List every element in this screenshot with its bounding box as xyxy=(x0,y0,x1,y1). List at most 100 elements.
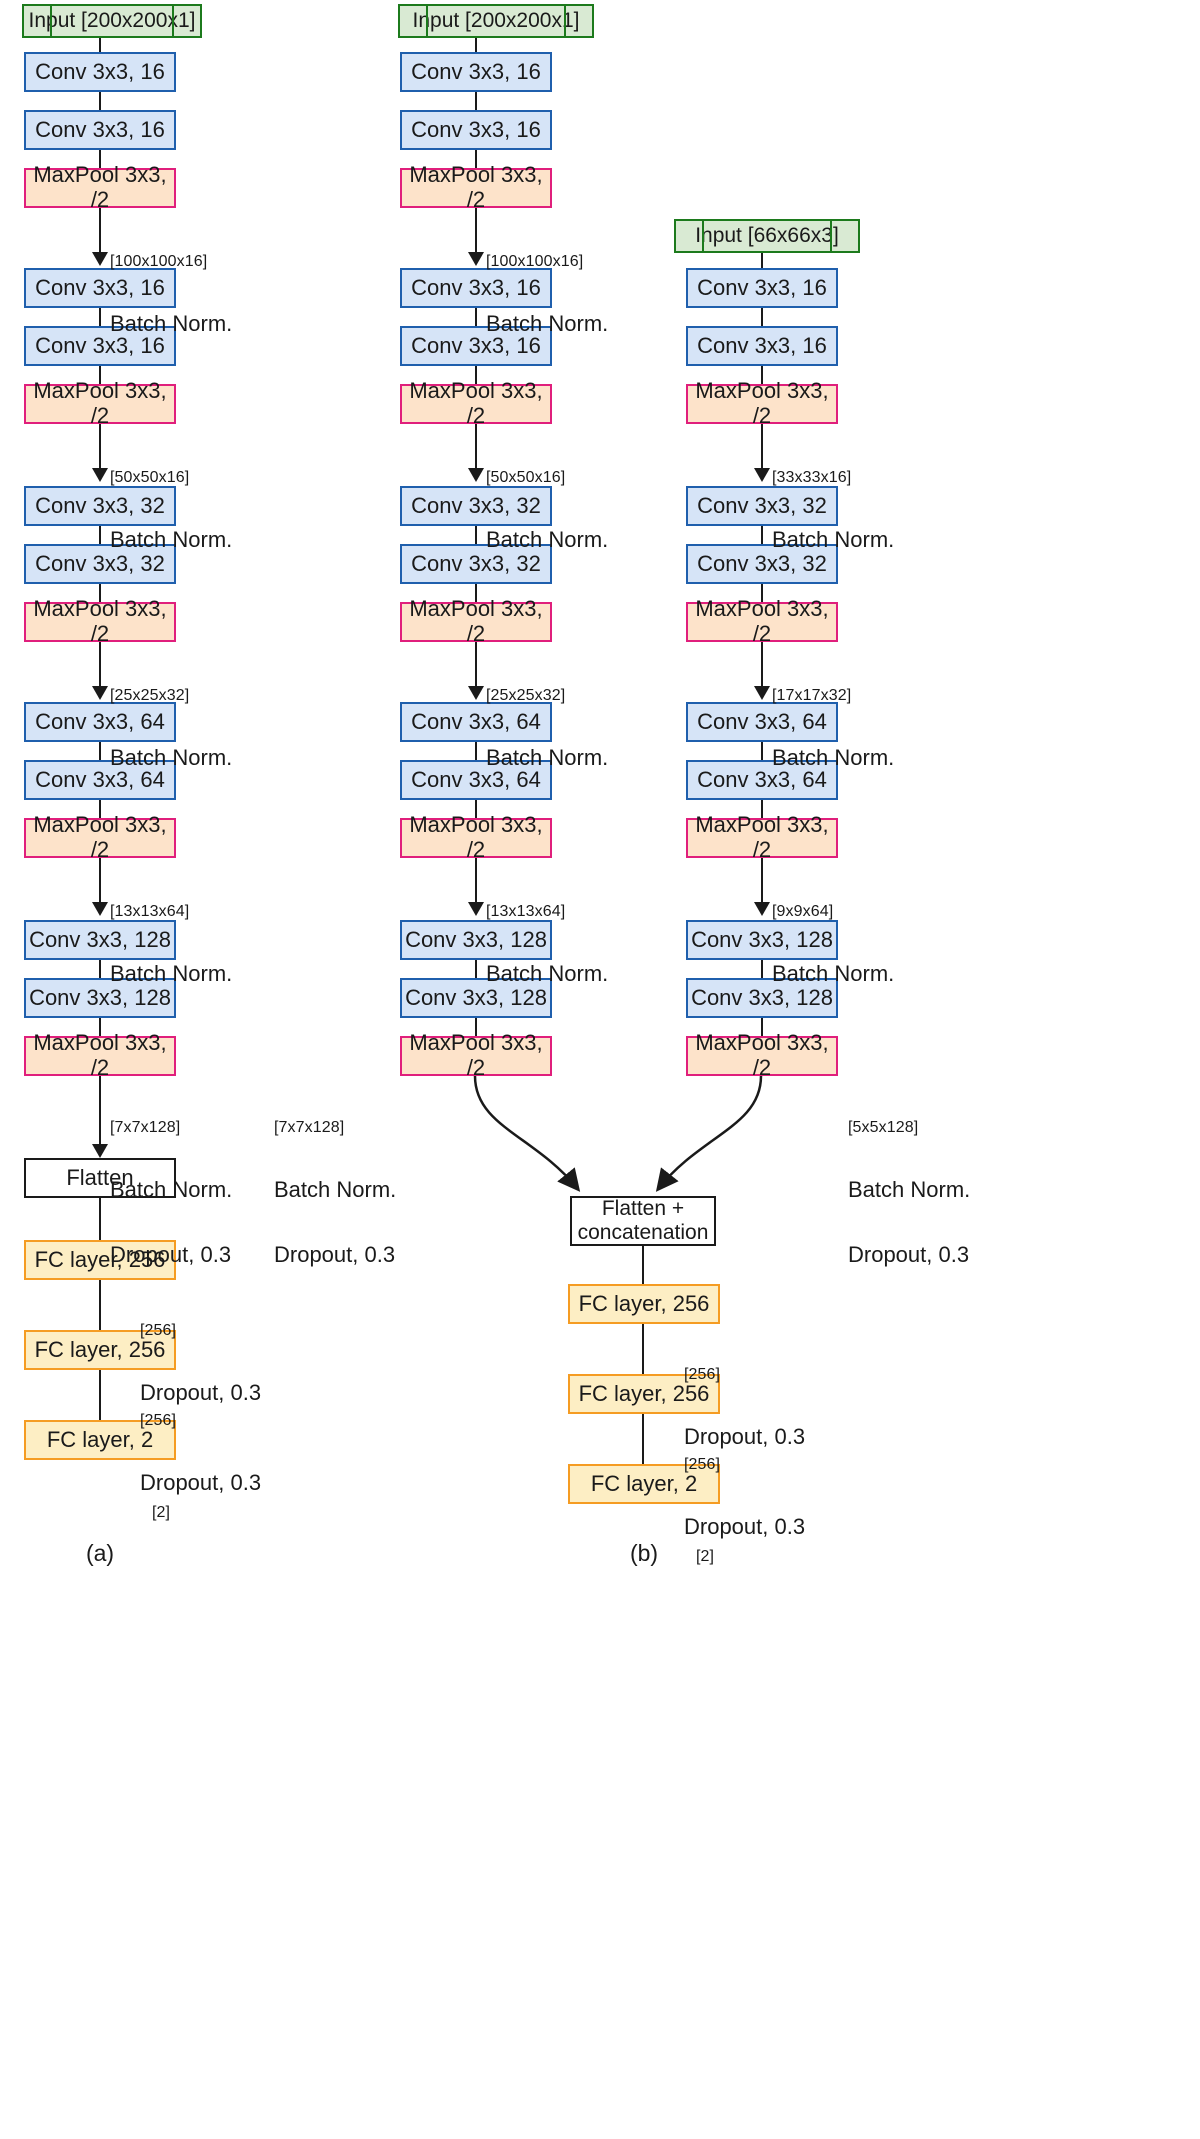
panel-a-fc3-label: FC layer, 2 xyxy=(46,1426,154,1452)
panel-a-conv4a-node: Conv 3x3, 64 xyxy=(24,702,176,742)
panel-a-pool2-node: MaxPool 3x3, /2 xyxy=(24,378,176,428)
panel-b-left-conv2a-label: Conv 3x3, 16 xyxy=(411,274,541,300)
panel-a-conv5a-node: Conv 3x3, 128 xyxy=(24,920,176,960)
panel-b-left-conv4a-node: Conv 3x3, 64 xyxy=(400,702,552,742)
panel-a-edge-conv3a-conv3b xyxy=(99,526,101,544)
panel-b-left-anno-1-op: Batch Norm. xyxy=(486,310,609,336)
panel-a-fc2-label: FC layer, 256 xyxy=(34,1336,166,1362)
panel-a-conv2a-label: Conv 3x3, 16 xyxy=(35,274,165,300)
panel-b-left-edge-4 xyxy=(475,308,477,326)
panel-b-right-pool4-label: MaxPool 3x3, /2 xyxy=(695,1030,829,1080)
panel-a-edge-conv4b-pool4 xyxy=(99,800,101,818)
panel-b-right-anno-2: [17x17x32] Batch Norm. xyxy=(772,647,894,810)
panel-b-right-input-node: Input [66x66x3] xyxy=(674,219,860,253)
panel-b-left-anno-3-op: Batch Norm. xyxy=(486,744,609,770)
panel-b-left-edge-input-conv1a xyxy=(475,38,477,52)
panel-b-left-pool1-label: MaxPool 3x3, /2 xyxy=(409,162,543,212)
panel-b-fc2-node: FC layer, 256 xyxy=(568,1374,720,1414)
panel-a-input-label: Input [200x200x1] xyxy=(28,9,196,33)
panel-b-head-anno-2-shape: [256] xyxy=(684,1456,721,1474)
panel-b-head-anno-1-op: Dropout, 0.3 xyxy=(684,1423,806,1449)
panel-b-right-anno-2-op: Batch Norm. xyxy=(772,744,895,770)
merge-curve-right xyxy=(655,1075,763,1192)
panel-b-right-edge-3 xyxy=(761,424,763,472)
panel-b-right-arrow-2 xyxy=(754,686,770,700)
panel-b-head-anno-1: [256] Dropout, 0.3 xyxy=(684,1326,805,1489)
panel-a-anno-1-op: Batch Norm. xyxy=(110,310,233,336)
panel-a-conv1a-label: Conv 3x3, 16 xyxy=(35,58,165,84)
panel-b-left-conv3a-label: Conv 3x3, 32 xyxy=(411,492,541,518)
panel-a-anno-5: [7x7x128] Batch Norm. Dropout, 0.3 xyxy=(110,1079,232,1308)
panel-a-anno-5-op-bn: Batch Norm. xyxy=(110,1176,233,1202)
panel-a-anno-3-op: Batch Norm. xyxy=(110,744,233,770)
panel-b-left-anno-5: [7x7x128] Batch Norm. Dropout, 0.3 xyxy=(274,1079,396,1308)
panel-a-anno-2: [50x50x16] Batch Norm. xyxy=(110,429,232,592)
panel-b-left-pool2-node: MaxPool 3x3, /2 xyxy=(400,378,552,428)
panel-b-right-input-label: Input [66x66x3] xyxy=(695,224,839,248)
panel-b-right-pool3-label: MaxPool 3x3, /2 xyxy=(695,812,829,862)
panel-a-anno-4: [13x13x64] Batch Norm. xyxy=(110,863,232,1026)
panel-b-right-edge-10 xyxy=(761,960,763,978)
panel-a-anno-7-op: Dropout, 0.3 xyxy=(140,1469,262,1495)
panel-b-right-anno-3: [9x9x64] Batch Norm. xyxy=(772,863,894,1026)
panel-b-left-conv5b-label: Conv 3x3, 128 xyxy=(405,984,547,1010)
panel-a-conv3a-label: Conv 3x3, 32 xyxy=(35,492,165,518)
panel-a-edge-conv1b-pool1 xyxy=(99,150,101,168)
panel-a-pool5-node: MaxPool 3x3, /2 xyxy=(24,1030,176,1080)
panel-a-pool1-node: MaxPool 3x3, /2 xyxy=(24,162,176,212)
panel-b-fc1-label: FC layer, 256 xyxy=(578,1290,710,1316)
panel-b-flatten-concat-node: Flatten + concatenation xyxy=(570,1196,716,1246)
panel-a-conv3b-label: Conv 3x3, 32 xyxy=(35,550,165,576)
panel-b-left-conv5a-node: Conv 3x3, 128 xyxy=(400,920,552,960)
panel-b-right-conv1a-label: Conv 3x3, 16 xyxy=(697,274,827,300)
panel-a-edge-conv1a-conv1b xyxy=(99,92,101,110)
panel-b-right-edge-9 xyxy=(761,858,763,906)
panel-a-edge-flatten-fc1 xyxy=(99,1198,101,1240)
panel-b-left-pool2-label: MaxPool 3x3, /2 xyxy=(409,378,543,428)
panel-a-arrow-1 xyxy=(92,252,108,266)
panel-b-left-anno-4: [13x13x64] Batch Norm. xyxy=(486,863,608,1026)
panel-a-edge-pool3-conv4a xyxy=(99,642,101,690)
panel-b-right-conv3a-node: Conv 3x3, 64 xyxy=(686,702,838,742)
panel-a-conv1a-node: Conv 3x3, 16 xyxy=(24,52,176,92)
panel-b-head-edge-flatten-fc1 xyxy=(642,1246,644,1284)
panel-a-conv2a-node: Conv 3x3, 16 xyxy=(24,268,176,308)
panel-a-pool4-label: MaxPool 3x3, /2 xyxy=(33,812,167,862)
panel-b-left-conv2b-node: Conv 3x3, 16 xyxy=(400,326,552,366)
panel-b-flatten-concat-label: Flatten + concatenation xyxy=(577,1197,709,1244)
panel-b-fc1-node: FC layer, 256 xyxy=(568,1284,720,1324)
panel-b-left-conv4b-node: Conv 3x3, 64 xyxy=(400,760,552,800)
panel-b-right-anno-4-op-do: Dropout, 0.3 xyxy=(848,1242,970,1268)
panel-b-right-anno-4: [5x5x128] Batch Norm. Dropout, 0.3 xyxy=(848,1079,970,1308)
panel-b-right-edge-1 xyxy=(761,308,763,326)
panel-a-pool1-label: MaxPool 3x3, /2 xyxy=(33,162,167,212)
panel-b-right-conv1b-label: Conv 3x3, 16 xyxy=(697,332,827,358)
panel-a-anno-4-op: Batch Norm. xyxy=(110,960,233,986)
panel-a-conv4b-node: Conv 3x3, 64 xyxy=(24,760,176,800)
panel-a-flatten-node: Flatten xyxy=(24,1158,176,1198)
panel-b-left-anno-4-shape: [13x13x64] xyxy=(486,903,566,921)
panel-a-edge-pool1-conv2a xyxy=(99,208,101,256)
panel-b-left-anno-3: [25x25x32] Batch Norm. xyxy=(486,647,608,810)
panel-b-left-conv5b-node: Conv 3x3, 128 xyxy=(400,978,552,1018)
panel-b-right-edge-input-conv1a xyxy=(761,253,763,268)
panel-b-left-edge-7 xyxy=(475,526,477,544)
panel-b-left-pool4-node: MaxPool 3x3, /2 xyxy=(400,812,552,862)
panel-b-right-conv4b-node: Conv 3x3, 128 xyxy=(686,978,838,1018)
panel-b-left-edge-13 xyxy=(475,960,477,978)
panel-b-right-anno-1-op: Batch Norm. xyxy=(772,526,895,552)
panel-b-left-anno-2: [50x50x16] Batch Norm. xyxy=(486,429,608,592)
panel-a-conv4b-label: Conv 3x3, 64 xyxy=(35,766,165,792)
panel-b-left-conv5a-label: Conv 3x3, 128 xyxy=(405,926,547,952)
panel-b-left-pool1-node: MaxPool 3x3, /2 xyxy=(400,162,552,212)
panel-b-left-anno-5-op-bn: Batch Norm. xyxy=(274,1176,397,1202)
panel-b-left-conv3b-label: Conv 3x3, 32 xyxy=(411,550,541,576)
panel-a-caption: (a) xyxy=(85,1540,115,1566)
panel-b-left-edge-11 xyxy=(475,800,477,818)
panel-b-left-arrow-4 xyxy=(468,902,484,916)
panel-a-flatten-label: Flatten xyxy=(66,1164,134,1190)
panel-b-right-conv1b-node: Conv 3x3, 16 xyxy=(686,326,838,366)
panel-a-pool2-label: MaxPool 3x3, /2 xyxy=(33,378,167,428)
panel-a-edge-conv5b-pool5 xyxy=(99,1018,101,1036)
